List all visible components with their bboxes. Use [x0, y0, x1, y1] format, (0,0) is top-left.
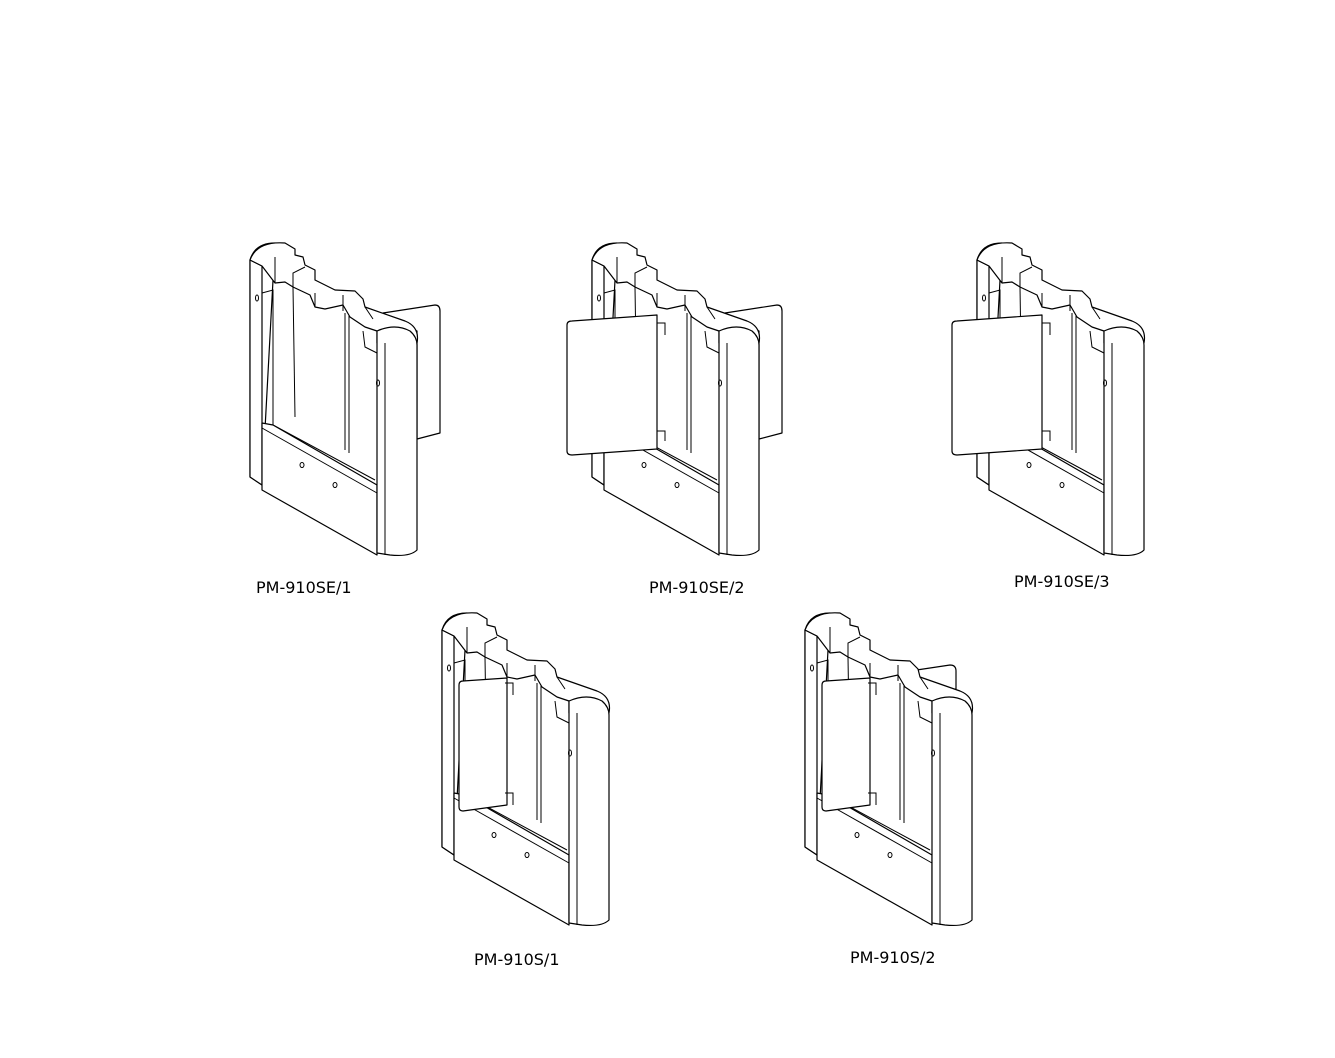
turnstile-figure — [804, 612, 974, 927]
turnstile-figure — [951, 242, 1146, 557]
turnstile-figure — [441, 612, 611, 927]
turnstile-cabinet — [249, 242, 419, 557]
glass-panel — [821, 677, 877, 812]
model-label: PM-910S/2 — [850, 948, 936, 967]
turnstile-figure — [566, 242, 783, 557]
glass-panel — [951, 314, 1051, 456]
model-label: PM-910SE/3 — [1014, 572, 1110, 591]
turnstile-figure — [249, 242, 441, 557]
model-label: PM-910SE/2 — [649, 578, 745, 597]
glass-panel — [566, 314, 666, 456]
glass-panel — [458, 677, 514, 812]
model-label: PM-910S/1 — [474, 950, 560, 969]
model-label: PM-910SE/1 — [256, 578, 352, 597]
